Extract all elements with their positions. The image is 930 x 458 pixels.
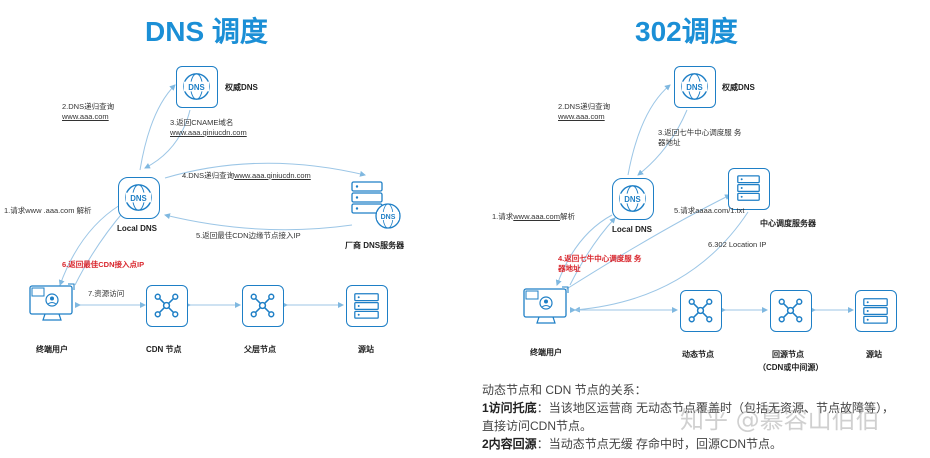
right-local-dns-label: Local DNS [612,225,653,234]
left-step6-text: 6.返回最佳CDN接入点IP [62,260,145,269]
right-dynamic-node-label: 动态节点 [682,350,714,359]
right-title: 302调度 [635,16,738,47]
left-parent-node-label: 父层节点 [244,345,276,354]
right-step4-text: 4.返回七牛中心调度服 务器地址 [558,254,642,273]
right-center-server-label: 中心调度服务器 [760,219,816,228]
left-step5-text: 5.返回最佳CDN边缘节点接入IP [196,231,301,240]
left-origin-icon [346,285,388,327]
left-title: DNS 调度 [145,16,268,47]
right-step3-text: 3.返回七牛中心调度服 务器地址 [658,128,742,147]
right-auth-dns-label: 权威DNS [722,83,755,92]
left-auth-dns-label: 权威DNS [225,83,258,92]
notes-intro: 动态节点和 CDN 节点的关系： [482,383,647,397]
right-origin-icon [855,290,897,332]
notes-point2: 2内容回源：当动态节点无缓 存命中时，回源CDN节点。 [482,437,783,451]
left-local-dns-icon: DNS [118,177,160,219]
right-origin-label: 源站 [866,350,882,359]
right-end-user-icon [522,286,572,328]
right-step1-text: 1.请求www.aaa.com解析 [492,212,575,221]
right-auth-dns-icon: DNS [674,66,716,108]
left-auth-dns-icon: DNS [176,66,218,108]
svg-text:DNS: DNS [624,195,640,204]
left-vendor-dns-icon: DNS [350,180,402,232]
left-cdn-node-label: CDN 节点 [146,345,182,354]
left-step4-text: 4.DNS递归查询www.aaa.qiniucdn.com [182,171,311,180]
left-end-user-label: 终端用户 [36,345,68,354]
left-cdn-node-icon [146,285,188,327]
svg-text:DNS: DNS [130,194,146,203]
right-step5-text: 5.请求aaaa.com/1.txt [674,206,745,215]
left-vendor-dns-label: 厂商 DNS服务器 [345,241,405,250]
svg-text:DNS: DNS [686,83,702,92]
left-local-dns-label: Local DNS [117,224,158,233]
right-step6-text: 6.302 Location IP [708,240,767,249]
svg-text:DNS: DNS [381,214,396,221]
right-origin-return-node-label: 回源节点 [772,350,804,359]
left-parent-node-icon [242,285,284,327]
watermark: 知乎 @慕容山伯伯 [680,406,880,434]
right-origin-return-node-icon [770,290,812,332]
notes-point1-cont: 直接访问CDN节点。 [482,419,592,433]
notes-point1: 1访问托底：当该地区运营商 无动态节点覆盖时（包括无资源、节点故障等）， [482,401,895,415]
left-origin-label: 源站 [358,345,374,354]
left-step7-text: 7.资源访问 [88,289,125,298]
svg-text:DNS: DNS [188,83,204,92]
right-end-user-label: 终端用户 [530,348,562,357]
right-dynamic-node-icon [680,290,722,332]
left-step1-text: 1.请求www .aaa.com 解析 [4,206,92,215]
right-origin-return-node-sublabel: （CDN或中间源） [758,363,824,372]
right-center-server-icon [728,168,770,210]
left-end-user-icon [28,283,78,325]
right-local-dns-icon: DNS [612,178,654,220]
